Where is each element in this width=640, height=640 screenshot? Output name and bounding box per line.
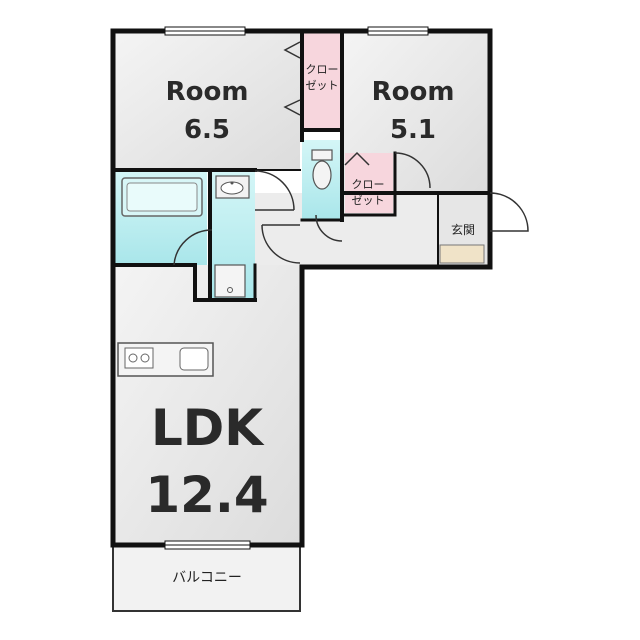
room-east-name: Room bbox=[372, 77, 455, 107]
sink bbox=[179, 347, 209, 371]
ldk-name: LDK bbox=[151, 399, 265, 457]
closet-b-line2: ゼット bbox=[352, 194, 385, 207]
room-east-size: 5.1 bbox=[390, 115, 436, 145]
balcony-label: バルコニー bbox=[172, 570, 242, 586]
closet-a-area bbox=[302, 33, 342, 128]
ldk-area bbox=[115, 265, 300, 545]
ldk-size: 12.4 bbox=[145, 466, 268, 524]
shoe-cabinet bbox=[439, 244, 485, 264]
doors bbox=[173, 41, 529, 266]
balcony-area bbox=[112, 544, 301, 612]
room-west-area bbox=[115, 33, 300, 170]
toilet-tank bbox=[311, 149, 333, 161]
closet-a-line1: クロー bbox=[306, 63, 339, 76]
entrance-label: 玄関 bbox=[451, 222, 475, 237]
stove bbox=[124, 347, 154, 369]
toilet-bowl bbox=[312, 160, 332, 190]
washer-space bbox=[214, 264, 246, 298]
closet-b-area bbox=[345, 153, 393, 213]
closet-a-line2: ゼット bbox=[306, 79, 339, 92]
room-west-size: 6.5 bbox=[184, 115, 230, 145]
room-west-name: Room bbox=[166, 77, 249, 107]
windows bbox=[164, 26, 429, 550]
closet-b-line1: クロー bbox=[352, 178, 385, 191]
